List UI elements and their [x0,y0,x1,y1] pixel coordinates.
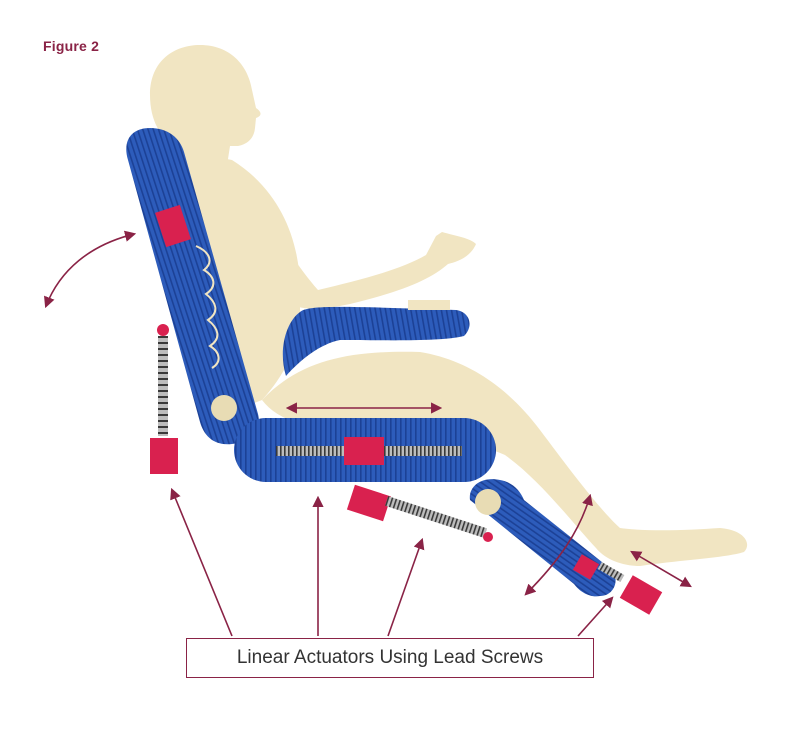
seat-base [234,418,496,482]
torso-shape [180,150,300,410]
seat-actuator [344,437,384,465]
back-recline-actuator [150,324,178,474]
recline-lead-screw [158,336,168,436]
leg-pivot-circle [475,489,501,515]
callout-arrows [170,487,614,637]
caption-text: Linear Actuators Using Lead Screws [236,647,544,668]
foot-extend-arrow [630,550,692,588]
motion-arrows [44,230,692,596]
figure-label: Figure 2 [43,38,100,54]
foot-lead-screw [597,562,625,582]
footrest-actuator [619,575,663,615]
leg-lift-pivot [483,532,493,542]
callout-recline [170,487,233,637]
leg-tilt-arrow [524,493,593,596]
leg-lift-motor [346,484,392,522]
recline-motor [150,438,178,474]
armrest-cushion [282,306,470,376]
seat-back [126,128,259,445]
lumbar-coil [195,245,220,369]
caption-box: Linear Actuators Using Lead Screws [186,638,594,678]
callout-footrest [577,596,614,637]
leg-lift-lead-screw [384,496,488,538]
arm-shape [250,220,476,309]
recline-arrow [44,230,137,309]
recline-pivot [157,324,169,336]
backrest-actuator [155,204,191,248]
seat-back-cushion [126,128,259,445]
armrest [282,300,470,376]
armrest-pad [408,300,450,310]
leg-lift-actuator [346,484,493,542]
pivot-circle [211,395,237,421]
callout-leg-lift [387,537,425,637]
